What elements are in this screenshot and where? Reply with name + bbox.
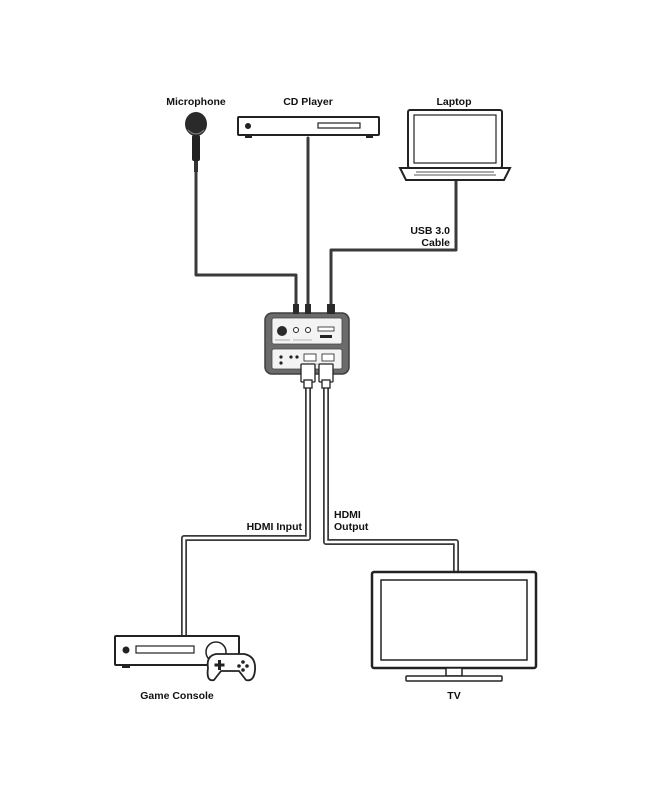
laptop-icon [398,109,512,181]
tv-label: TV [447,690,460,702]
hdmi-output-label-line2: Output [334,521,369,533]
usb-cable-label-line1: USB 3.0 [410,225,450,237]
game-console-label: Game Console [140,690,214,702]
microphone-cable [194,170,298,314]
usb-cable [329,178,458,314]
cd-player-icon [237,116,380,138]
hdmi-input-label: HDMI Input [247,521,303,533]
gamepad-icon [205,641,256,682]
tv-icon [370,570,538,682]
hdmi-output-cable [323,385,459,575]
laptop-label: Laptop [437,96,472,108]
cd-player-label: CD Player [283,96,333,108]
hdmi-input-cable [181,385,311,639]
microphone-icon [185,112,207,172]
usb-cable-label-line2: Cable [421,237,450,249]
microphone-label: Microphone [166,96,226,108]
av-hub-device [264,304,350,389]
hdmi-output-label-line1: HDMI [334,509,361,521]
